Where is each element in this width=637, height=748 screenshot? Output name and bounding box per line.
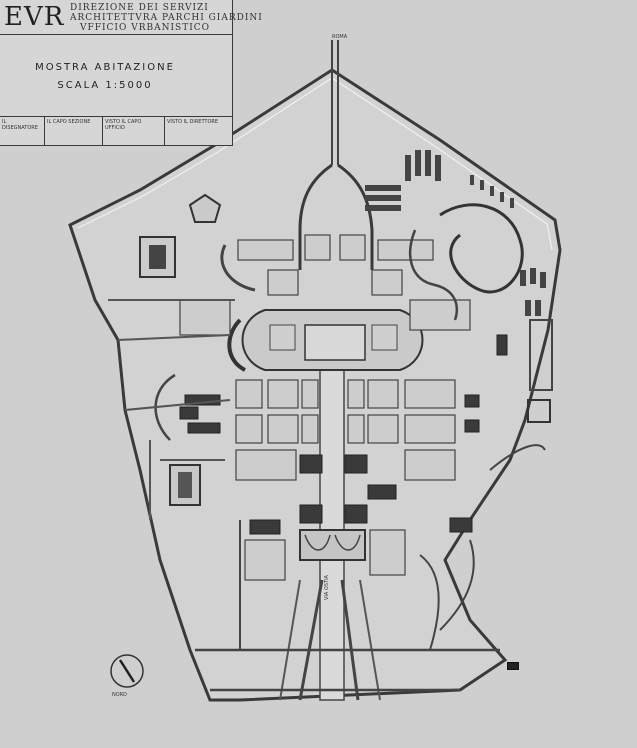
cell-disegnatore: IL DISEGNATORE: [0, 117, 45, 145]
direzione-line-3: VFFICIO VRBANISTICO: [80, 23, 211, 33]
label-roma: ROMA: [332, 34, 348, 40]
cell-capo-sezione: IL CAPO SEZIONE: [45, 117, 103, 145]
sheet-title: MOSTRA ABITAZIONE: [35, 62, 175, 73]
label-via-ostia: VIA OSTIA: [324, 575, 330, 600]
evr-logo: EVR: [4, 2, 65, 32]
lake-park: [439, 203, 524, 294]
direzione-line-2: ARCHITETTVRA PARCHI GIARDINI: [70, 13, 263, 23]
monument-nw: [188, 193, 222, 223]
cell-capo-ufficio: VISTO IL CAPO UFFICIO: [103, 117, 165, 145]
title-block: EVR DIREZIONE DEI SERVIZI ARCHITETTVRA P…: [0, 0, 262, 146]
legend-swatch: [507, 662, 519, 670]
cell-direttore: VISTO IL DIRETTORE: [167, 119, 219, 125]
residential-rows: [365, 150, 553, 423]
divider: [0, 34, 232, 35]
buildings-dark: [179, 334, 508, 535]
north-arrow-icon: [110, 654, 144, 688]
divider: [0, 116, 232, 117]
sheet-scale: SCALA 1:5000: [57, 80, 153, 91]
direzione-line-1: DIREZIONE DEI SERVIZI: [70, 3, 209, 13]
label-north: NORD: [112, 692, 127, 698]
